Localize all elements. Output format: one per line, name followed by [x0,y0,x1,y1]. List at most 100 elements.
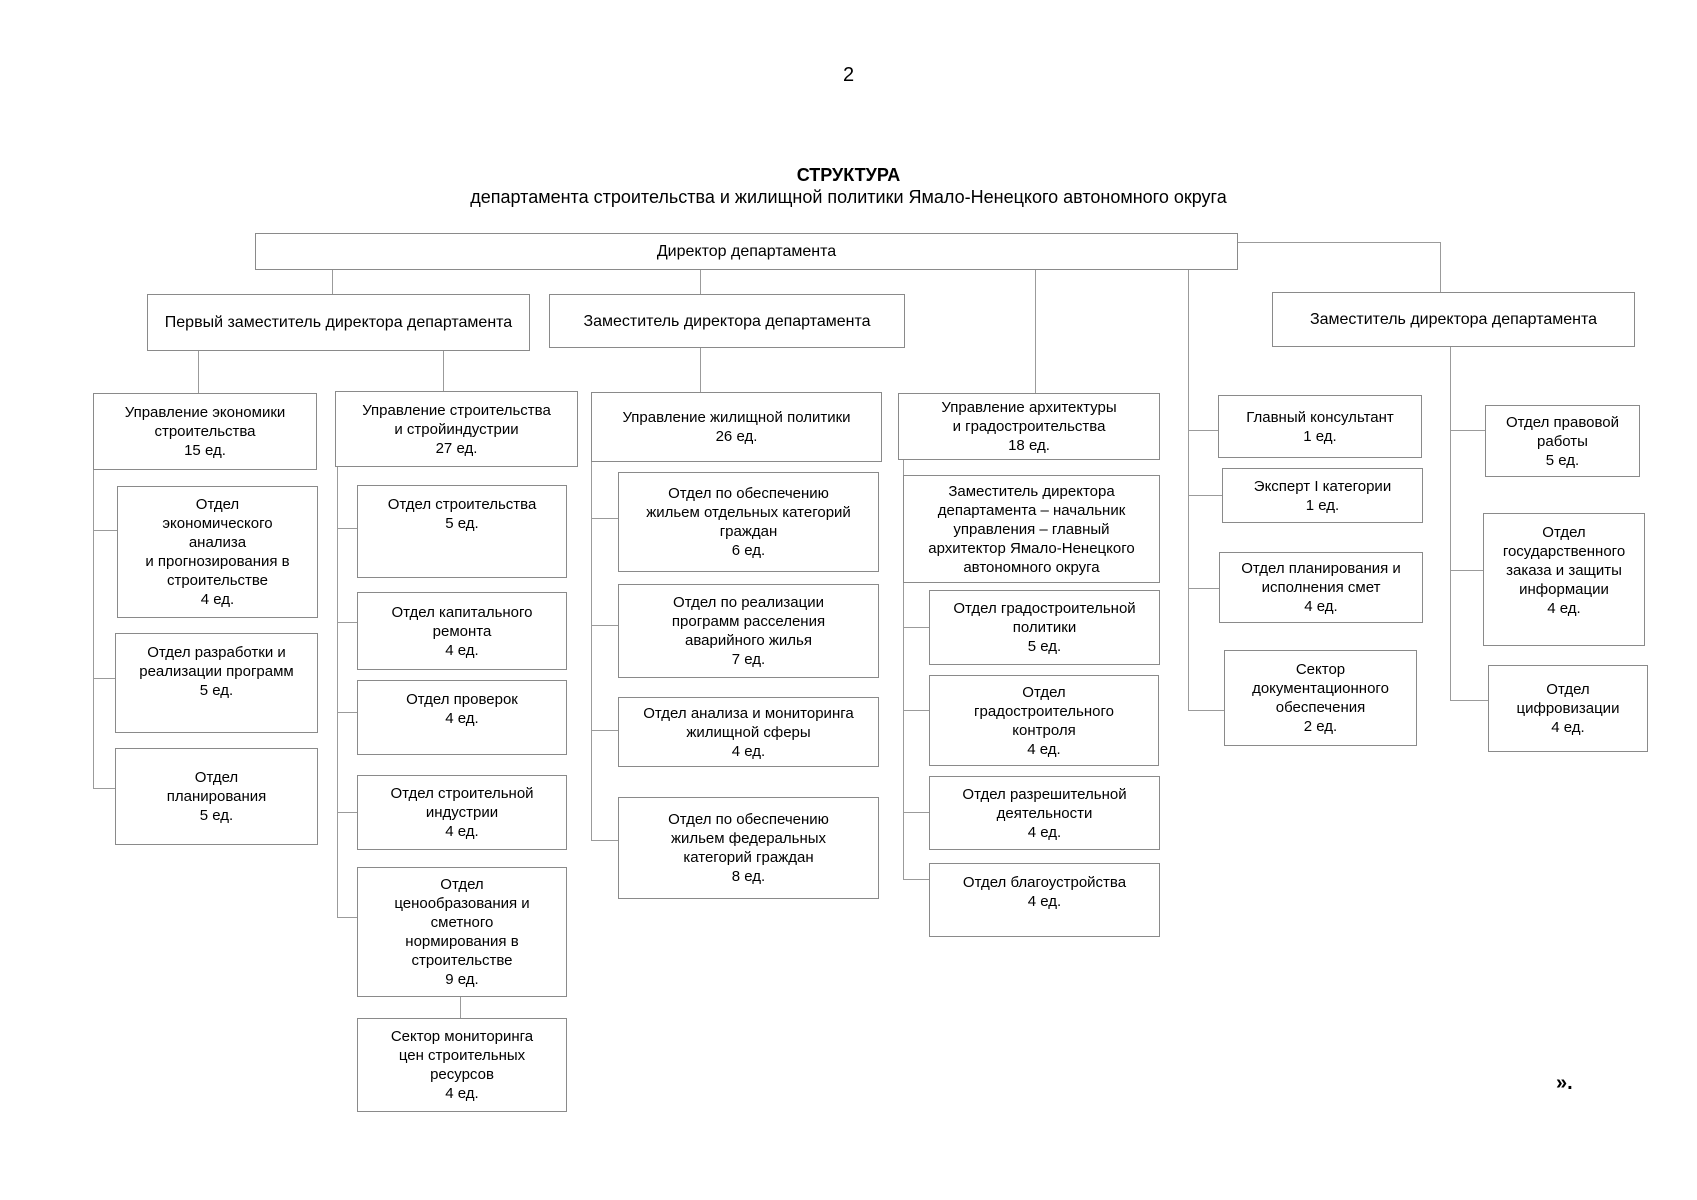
org-box-otdel-pravovoy-raboty: Отдел правовой работы 5 ед. [1485,405,1640,477]
org-box-otdel-proverok: Отдел проверок 4 ед. [357,680,567,755]
connector-line [337,467,338,917]
connector-line [1450,430,1485,431]
org-box-label: Отдел экономического анализа и прогнозир… [145,496,290,608]
org-box-otdel-analiza-i-monitoringa: Отдел анализа и мониторинга жилищной сфе… [618,697,879,767]
org-box-otdel-zhilyem-federalnyh-kategoriy: Отдел по обеспечению жильем федеральных … [618,797,879,899]
org-box-otdel-ekonomicheskogo-analiza: Отдел экономического анализа и прогнозир… [117,486,318,618]
org-box-otdel-cifrovizacii: Отдел цифровизации 4 ед. [1488,665,1648,752]
connector-line [591,625,618,626]
org-box-label: Отдел анализа и мониторинга жилищной сфе… [643,704,854,760]
chart-title-main: СТРУКТУРА [796,165,901,185]
org-box-label: Отдел градостроительной политики 5 ед. [953,600,1136,655]
org-box-ekspert-i-kategorii: Эксперт I категории 1 ед. [1222,468,1423,523]
org-box-label: Главный консультант 1 ед. [1246,408,1394,445]
connector-line [460,997,461,1018]
org-box-upr-stroitelstva-stroyindustrii: Управление строительства и стройиндустри… [335,391,578,467]
connector-line [93,788,115,789]
connector-line [1450,700,1488,701]
connector-line [1188,270,1189,710]
connector-line [337,917,357,918]
org-box-label: Первый заместитель директора департамент… [164,314,513,331]
connector-line [443,351,444,391]
org-box-otdel-stroitelnoy-industrii: Отдел строительной индустрии 4 ед. [357,775,567,850]
org-box-otdel-gradostroitelnogo-kontrolya: Отдел градостроительного контроля 4 ед. [929,675,1159,766]
org-box-otdel-planirovaniya-ispolneniya-smet: Отдел планирования и исполнения смет 4 е… [1219,552,1423,623]
org-box-label: Отдел по обеспечению жильем федеральных … [668,811,829,885]
org-box-label: Отдел по обеспечению жильем отдельных ка… [646,485,851,559]
connector-line [903,627,929,628]
org-box-glavny-konsultant: Главный консультант 1 ед. [1218,395,1422,458]
connector-line [337,622,357,623]
org-box-otdel-realizacii-programm-rasseleniya: Отдел по реализации программ расселения … [618,584,879,678]
org-box-otdel-blagoustroystva: Отдел благоустройства 4 ед. [929,863,1160,937]
connector-line [903,812,929,813]
org-box-label: Отдел правовой работы 5 ед. [1505,413,1620,469]
org-box-deputy-director-right: Заместитель директора департамента [1272,292,1635,347]
connector-line [332,270,333,294]
org-box-deputy-director-middle: Заместитель директора департамента [549,294,905,348]
org-box-upr-zhilishchnoy-politiki: Управление жилищной политики 26 ед. [591,392,882,462]
connector-line [1188,495,1222,496]
org-box-label: Заместитель директора департамента – нач… [928,482,1135,576]
connector-line [591,730,618,731]
org-box-label: Отдел по реализации программ расселения … [671,594,826,668]
closing-quote-mark: ». [1556,1072,1573,1094]
org-box-label: Управление жилищной политики 26 ед. [622,409,851,445]
org-box-sektor-monitoringa-cen: Сектор мониторинга цен строительных ресу… [357,1018,567,1112]
connector-line [1188,710,1224,711]
org-box-label: Директор департамента [656,243,837,260]
connector-line [591,840,618,841]
connector-line [903,710,929,711]
connector-line [1450,570,1483,571]
chart-title: СТРУКТУРА департамента строительства и ж… [0,164,1697,208]
org-box-upr-ekonomiki-stroitelstva: Управление экономики строительства 15 ед… [93,393,317,470]
org-box-upr-arhitektury-gradostroitelstva: Управление архитектуры и градостроительс… [898,393,1160,460]
connector-line [903,583,904,879]
org-box-label: Отдел капитального ремонта 4 ед. [391,603,533,659]
org-box-label: Отдел планирования 5 ед. [166,769,267,824]
org-box-first-deputy-director: Первый заместитель директора департамент… [147,294,530,351]
org-box-label: Отдел проверок 4 ед. [406,691,518,727]
org-box-otdel-kapitalnogo-remonta: Отдел капитального ремонта 4 ед. [357,592,567,670]
org-box-label: Управление архитектуры и градостроительс… [941,399,1117,454]
connector-line [1188,430,1218,431]
connector-line [700,348,701,392]
connector-line [903,460,904,475]
org-box-label: Сектор документационного обеспечения 2 е… [1252,661,1389,735]
connector-line [93,530,117,531]
org-box-label: Отдел разрешительной деятельности 4 ед. [962,785,1127,841]
org-box-label: Отдел ценообразования и сметного нормиро… [394,876,530,988]
org-box-label: Сектор мониторинга цен строительных ресу… [390,1028,534,1102]
connector-line [1188,588,1219,589]
org-box-label: Заместитель директора департамента [1309,311,1598,328]
org-box-label: Отдел благоустройства 4 ед. [962,874,1127,910]
org-box-otdel-stroitelstva: Отдел строительства 5 ед. [357,485,567,578]
connector-line [1035,270,1036,393]
page-number: 2 [842,64,855,86]
connector-line [1450,347,1451,700]
org-box-label: Отдел планирования и исполнения смет 4 е… [1241,560,1401,615]
connector-line [337,812,357,813]
connector-line [93,678,115,679]
org-box-label: Отдел государственного заказа и защиты и… [1502,524,1626,617]
connector-line [903,879,929,880]
org-box-label: Эксперт I категории 1 ед. [1253,477,1392,514]
connector-line [93,470,94,788]
org-box-label: Отдел разработки и реализации программ 5… [139,644,294,699]
org-box-otdel-zhilyem-otdelnyh-kategoriy: Отдел по обеспечению жильем отдельных ка… [618,472,879,572]
org-box-otdel-cenoobrazovaniya: Отдел ценообразования и сметного нормиро… [357,867,567,997]
connector-line [591,518,618,519]
org-box-otdel-razreshitelnoy-deyatelnosti: Отдел разрешительной деятельности 4 ед. [929,776,1160,850]
org-box-label: Заместитель директора департамента [583,312,871,330]
org-box-zam-direktora-glavny-arhitektor: Заместитель директора департамента – нач… [903,475,1160,583]
connector-line [1238,242,1440,243]
org-box-otdel-planirovaniya: Отдел планирования 5 ед. [115,748,318,845]
connector-line [1440,242,1441,292]
org-box-label: Управление строительства и стройиндустри… [362,401,551,457]
chart-title-sub: департамента строительства и жилищной по… [470,187,1227,207]
org-box-otdel-gradostroitelnoy-politiki: Отдел градостроительной политики 5 ед. [929,590,1160,665]
connector-line [198,351,199,393]
org-box-label: Отдел строительства 5 ед. [387,496,537,532]
